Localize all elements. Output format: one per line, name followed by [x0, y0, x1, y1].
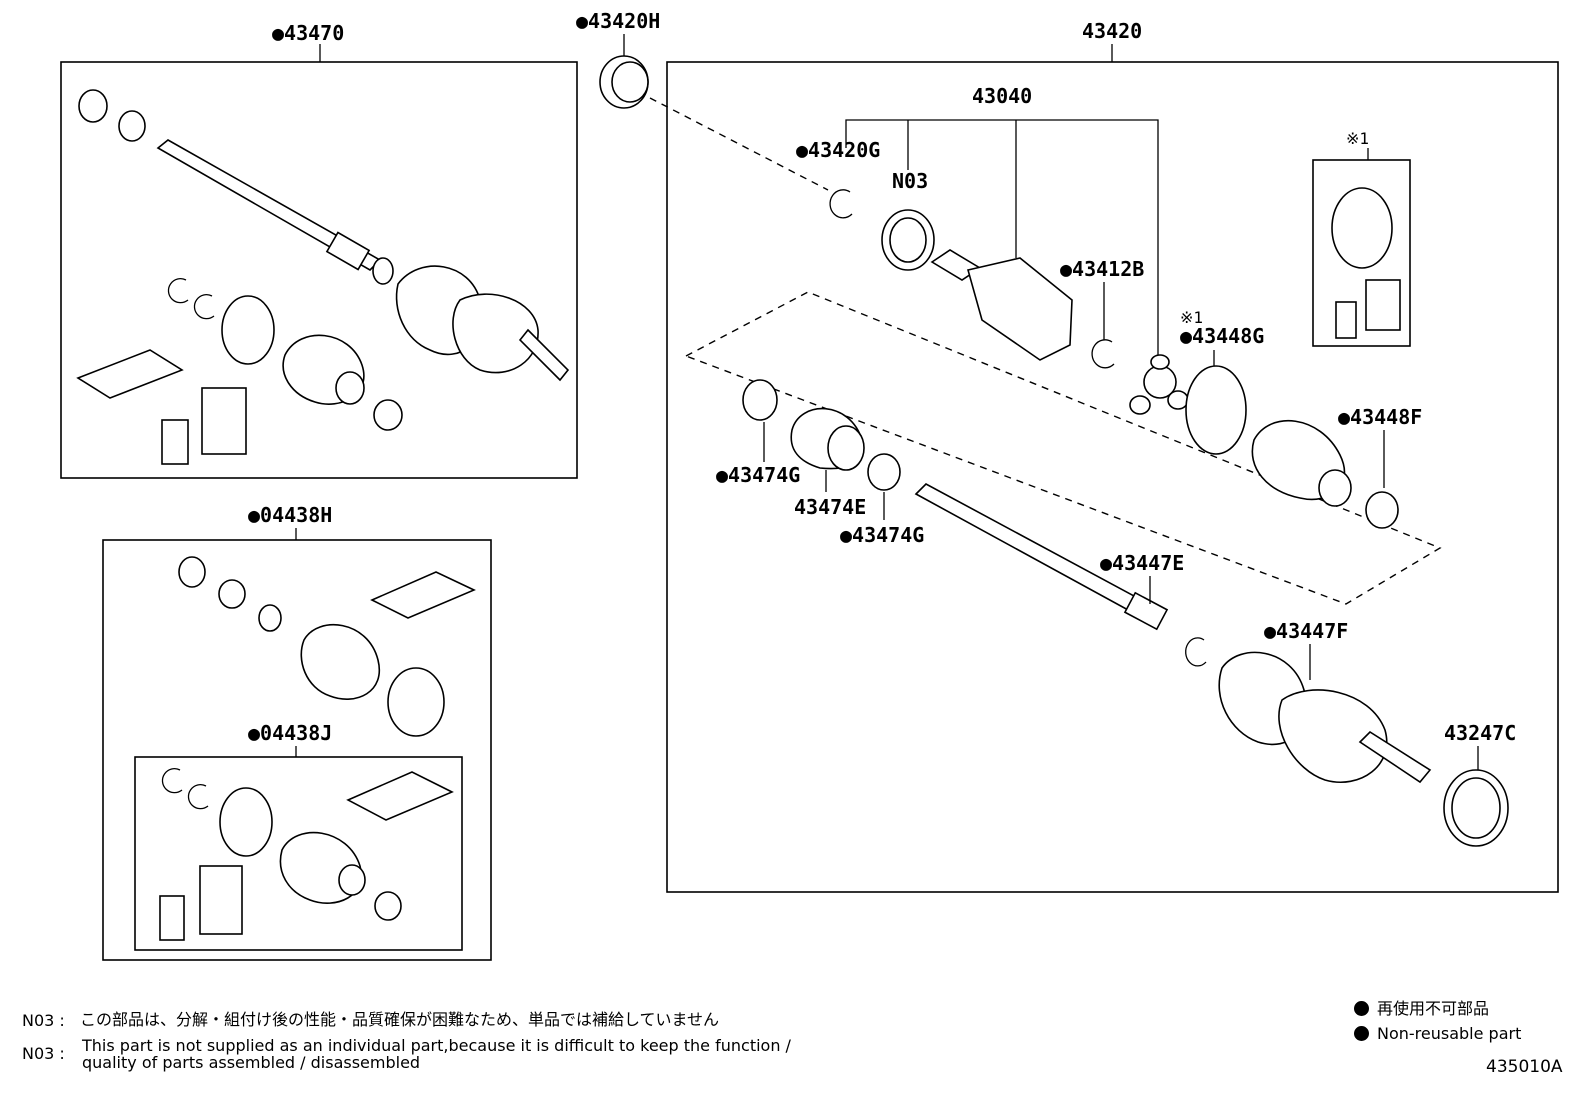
note-en-code: N03 :: [22, 1044, 65, 1063]
outboard-joint[interactable]: [1278, 689, 1388, 783]
label-04438H[interactable]: ●04438H: [248, 503, 332, 527]
label-43448F[interactable]: ●43448F: [1338, 405, 1422, 429]
clamp-43474G[interactable]: [742, 379, 778, 421]
clamp-ring[interactable]: [218, 579, 246, 609]
clamp-ring[interactable]: [258, 604, 282, 632]
boot[interactable]: [300, 624, 381, 700]
boot-band-43448G[interactable]: [1185, 365, 1247, 455]
label-43447E[interactable]: ●43447E: [1100, 551, 1184, 575]
box-04438H: [102, 539, 492, 961]
note-jp-text: この部品は、分解・組付け後の性能・品質確保が困難なため、単品では補給していません: [80, 1010, 720, 1029]
clamp-ring[interactable]: [78, 89, 108, 123]
label-43420H[interactable]: ●43420H: [576, 9, 660, 33]
clamp-ring[interactable]: [374, 891, 402, 921]
boot-band[interactable]: [1331, 187, 1393, 269]
grease-pack[interactable]: [346, 771, 454, 821]
legend-en: Non-reusable part: [1354, 1025, 1521, 1042]
boot-kit-outline: [684, 291, 1442, 605]
kit-04438H: ●04438H ●04438J: [102, 503, 492, 961]
label-N03[interactable]: N03: [892, 169, 928, 193]
label-43474G-b[interactable]: ●43474G: [840, 523, 924, 547]
legend-jp: 再使用不可部品: [1354, 1000, 1489, 1017]
label-note1-box[interactable]: ※1: [1346, 129, 1369, 148]
label-43474G-a[interactable]: ●43474G: [716, 463, 800, 487]
label-43040[interactable]: 43040: [972, 84, 1032, 108]
label-04438J[interactable]: ●04438J: [248, 721, 332, 745]
label-note1-band[interactable]: ※1: [1180, 308, 1203, 327]
snap-ring[interactable]: [372, 257, 394, 285]
box-note1: [1312, 159, 1411, 347]
spline-end: [325, 231, 371, 271]
outer-spline: [1358, 730, 1432, 784]
instruction-card: [1365, 279, 1401, 331]
snap-ring[interactable]: [193, 294, 215, 320]
boot-neck: [1318, 469, 1352, 507]
boot-band[interactable]: [221, 295, 275, 365]
clamp-43448F[interactable]: [1365, 491, 1399, 529]
snap-ring[interactable]: [167, 278, 189, 304]
label-43247C[interactable]: 43247C: [1444, 721, 1516, 745]
label-43420G[interactable]: ●43420G: [796, 138, 880, 162]
label-43474E[interactable]: 43474E: [794, 495, 866, 519]
outer-joint[interactable]: [452, 293, 539, 374]
label-43420[interactable]: 43420: [1082, 19, 1142, 43]
boot-neck: [338, 864, 366, 896]
snap-ring[interactable]: [187, 784, 209, 810]
snap-ring[interactable]: [1185, 637, 1207, 667]
grease-pack[interactable]: [370, 571, 476, 619]
clamp-43474G[interactable]: [867, 453, 901, 491]
clamp-ring[interactable]: [118, 110, 146, 142]
snap-ring-43412B[interactable]: [1091, 339, 1115, 369]
label-43447F[interactable]: ●43447F: [1264, 619, 1348, 643]
instruction-card: [1335, 301, 1357, 339]
instruction-card: [161, 419, 189, 465]
snap-ring-43420G[interactable]: [829, 189, 853, 219]
grease-pack[interactable]: [76, 349, 184, 399]
part-43420H: ●43420H: [576, 9, 829, 191]
snap-ring[interactable]: [161, 768, 183, 794]
label-43470[interactable]: ●43470: [272, 21, 344, 45]
spline-end: [1123, 591, 1169, 631]
clamp-ring[interactable]: [373, 399, 403, 431]
inboard-joint-housing[interactable]: [967, 257, 1073, 361]
box-04438J: [134, 756, 463, 951]
assembly-43420: 43420 43040 ●43420G N03 ●43412B ※1: [666, 19, 1559, 893]
instruction-card: [201, 387, 247, 455]
clamp-ring[interactable]: [178, 556, 206, 588]
outer-spline: [518, 328, 570, 382]
tripod-joint[interactable]: [1129, 354, 1189, 415]
label-43412B[interactable]: ●43412B: [1060, 257, 1144, 281]
document-id: 435010A: [1486, 1057, 1563, 1077]
legend-jp-text: 再使用不可部品: [1377, 999, 1490, 1018]
boot-band[interactable]: [387, 667, 445, 737]
box-43470: [60, 61, 578, 479]
label-43448G[interactable]: ●43448G: [1180, 324, 1264, 348]
non-reusable-dot-icon: [1354, 1026, 1369, 1041]
instruction-card: [159, 895, 185, 941]
note-en-line1: This part is not supplied as an individu…: [82, 1036, 791, 1055]
note-jp-code: N03 :: [22, 1011, 65, 1030]
note-en-line2: quality of parts assembled / disassemble…: [82, 1053, 421, 1072]
boot-neck: [335, 371, 365, 405]
assembly-43470: ●43470: [60, 21, 578, 479]
non-reusable-dot-icon: [1354, 1001, 1369, 1016]
boot-band[interactable]: [219, 787, 273, 857]
legend-en-text: Non-reusable part: [1377, 1024, 1522, 1043]
instruction-card: [199, 865, 243, 935]
